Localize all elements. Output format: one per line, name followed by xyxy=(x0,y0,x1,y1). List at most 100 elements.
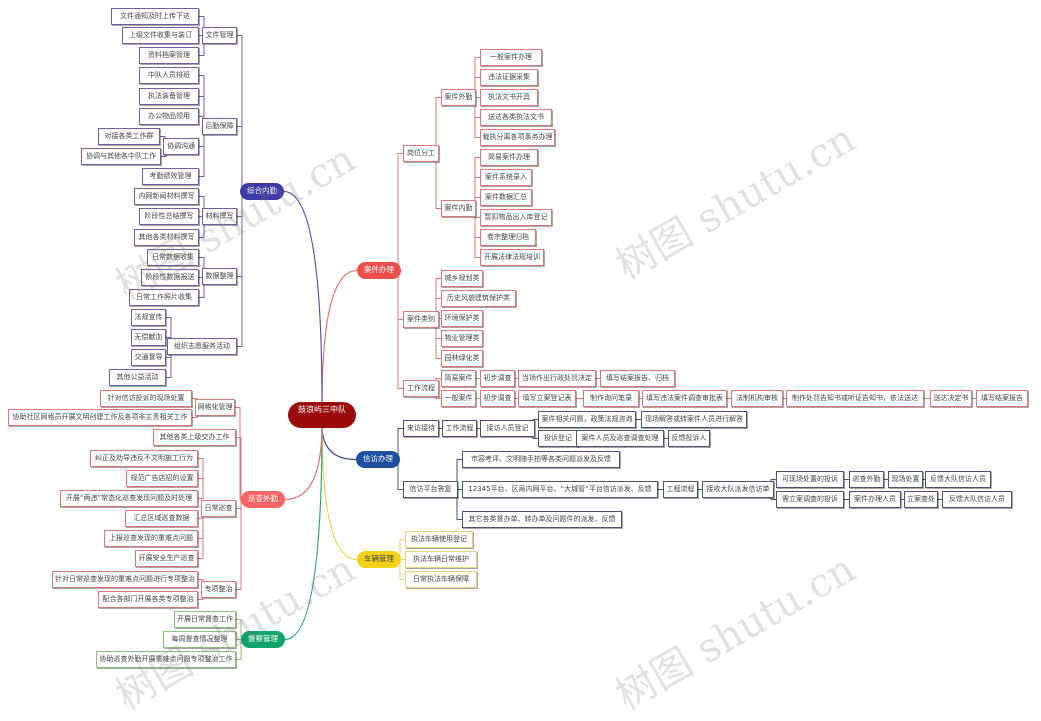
subtopic[interactable]: 协调与其他各中队工作 xyxy=(81,148,161,165)
subtopic[interactable]: 上报巡查发现的重难点问题 xyxy=(104,530,198,547)
subtopic[interactable]: 信访平台答复 xyxy=(403,481,458,498)
subtopic[interactable]: 日常执法车辆保障 xyxy=(405,571,477,588)
subtopic[interactable]: 初步调查 xyxy=(480,370,515,387)
subtopic[interactable]: 一般案件 xyxy=(441,390,476,407)
subtopic[interactable]: 物业管理类 xyxy=(441,330,483,347)
subtopic[interactable]: 当场作出行政处罚决定 xyxy=(518,370,596,387)
subtopic[interactable]: 阶段性总结撰写 xyxy=(139,208,199,225)
subtopic[interactable]: 来访接待 xyxy=(403,420,439,437)
subtopic[interactable]: 考勤绩效管理 xyxy=(142,168,199,185)
subtopic[interactable]: 法规宣传 xyxy=(131,309,166,326)
subtopic[interactable]: 无偿献血 xyxy=(131,329,166,346)
subtopic[interactable]: 立案查处 xyxy=(904,491,938,508)
subtopic[interactable]: 案件数据汇总 xyxy=(480,189,532,206)
subtopic[interactable]: 组织志愿服务活动 xyxy=(167,338,237,355)
subtopic[interactable]: 工作流程 xyxy=(442,420,477,437)
subtopic[interactable]: 协助巡查外勤开展重难点问题专项整治工作 xyxy=(96,651,236,668)
subtopic[interactable]: 填写违法案件调查审批表 xyxy=(642,390,727,407)
subtopic[interactable]: 开展安全生产巡查 xyxy=(135,550,198,567)
subtopic[interactable]: 其它各类督办单、转办单及问题件的派发、反馈 xyxy=(462,511,622,528)
subtopic[interactable]: 后勤保障 xyxy=(202,118,237,135)
subtopic[interactable]: 市容考评、文明随手拍等各类问题派发及反馈 xyxy=(462,451,620,468)
subtopic[interactable]: 交通督导 xyxy=(131,349,166,366)
subtopic[interactable]: 其他公益活动 xyxy=(109,369,166,386)
subtopic[interactable]: 填写结案报告、归档 xyxy=(600,370,675,387)
subtopic[interactable]: 阶段性数据报送 xyxy=(141,269,199,286)
subtopic[interactable]: 日常巡查 xyxy=(201,500,236,517)
subtopic[interactable]: 需立案调查的投诉 xyxy=(776,491,844,508)
subtopic[interactable]: 执法文书开具 xyxy=(480,89,538,106)
subtopic[interactable]: 初步调查 xyxy=(480,390,515,407)
subtopic[interactable]: 填写结案报告 xyxy=(976,390,1028,407)
subtopic[interactable]: 数据整理 xyxy=(202,268,237,285)
subtopic[interactable]: 针对信访投诉的现场处置 xyxy=(100,390,192,407)
subtopic[interactable]: 文件通知及时上传下达 xyxy=(111,8,199,25)
subtopic[interactable]: 接收大队派发信访单 xyxy=(702,481,774,498)
subtopic[interactable]: 暂扣物品出入库登记 xyxy=(480,209,552,226)
subtopic[interactable]: 工程流程 xyxy=(663,481,698,498)
subtopic[interactable]: 城乡规划类 xyxy=(441,270,483,287)
subtopic[interactable]: 可现场处置的投诉 xyxy=(776,471,844,488)
subtopic[interactable]: 违法证据采集 xyxy=(480,69,538,86)
subtopic[interactable]: 文件管理 xyxy=(202,27,237,44)
subtopic[interactable]: 案件外勤 xyxy=(441,89,476,106)
subtopic[interactable]: 工作流程 xyxy=(403,380,439,397)
subtopic[interactable]: 送达决定书 xyxy=(930,390,972,407)
subtopic[interactable]: 规范广告店招的设置 xyxy=(126,470,198,487)
subtopic[interactable]: 材料撰写 xyxy=(202,208,237,225)
subtopic[interactable]: 简易案件办理 xyxy=(480,149,538,166)
subtopic[interactable]: 内网新闻材料撰写 xyxy=(134,188,199,205)
subtopic[interactable]: 12345平台、区局内网平台、“大城管”平台信访派发、反馈 xyxy=(462,481,658,498)
subtopic[interactable]: 对接各类工作群 xyxy=(98,128,160,145)
subtopic[interactable]: 纠正及劝导违反不文明施工行为 xyxy=(90,450,198,467)
subtopic[interactable]: 现场处置 xyxy=(888,471,923,488)
subtopic[interactable]: 反馈投诉人 xyxy=(668,430,710,447)
subtopic[interactable]: 送达各类执法文书 xyxy=(480,109,552,126)
subtopic[interactable]: 简易案件 xyxy=(441,370,476,387)
main-topic[interactable]: 车辆管理 xyxy=(357,551,401,568)
subtopic[interactable]: 案件系统录入 xyxy=(480,169,532,186)
subtopic[interactable]: 网格化管理 xyxy=(195,399,235,416)
subtopic[interactable]: 专项整治 xyxy=(201,581,236,598)
subtopic[interactable]: 开展日常督查工作 xyxy=(174,611,236,628)
subtopic[interactable]: 案件相关问题，政策法规咨询 xyxy=(538,411,636,428)
subtopic[interactable]: 案件类别 xyxy=(403,311,439,328)
subtopic[interactable]: 其他各类材料撰写 xyxy=(134,229,199,246)
subtopic[interactable]: 每周督查情况整理 xyxy=(163,631,236,648)
subtopic[interactable]: 历史风貌建筑保护类 xyxy=(441,290,516,307)
subtopic[interactable]: 上级文件收集与装订 xyxy=(122,27,199,44)
subtopic[interactable]: 资料档案管理 xyxy=(139,47,199,64)
subtopic[interactable]: 中队人员排班 xyxy=(139,67,199,84)
subtopic[interactable]: 其他各类上级交办工作 xyxy=(153,429,236,446)
subtopic[interactable]: 反馈大队信访人员 xyxy=(925,471,991,488)
subtopic[interactable]: 执法车辆使用登记 xyxy=(405,531,473,548)
subtopic[interactable]: 接访人员登记 xyxy=(480,420,535,437)
subtopic[interactable]: 开展法律法规培训 xyxy=(480,249,544,266)
main-topic[interactable]: 案件办理 xyxy=(357,262,401,279)
subtopic[interactable]: 岗位分工 xyxy=(403,145,439,162)
subtopic[interactable]: 裁执分离各项事务办理 xyxy=(480,129,555,146)
main-topic[interactable]: 巡查外勤 xyxy=(241,491,285,508)
subtopic[interactable]: 制作处罚告知书或听证告知书，依法送达 xyxy=(786,390,924,407)
subtopic[interactable]: 巡查外勤 xyxy=(849,471,884,488)
subtopic[interactable]: 协调沟通 xyxy=(163,138,199,155)
subtopic[interactable]: 制作询问笔录 xyxy=(583,390,639,407)
main-topic[interactable]: 信访办理 xyxy=(356,451,400,468)
subtopic[interactable]: 案件办理人员 xyxy=(849,491,901,508)
subtopic[interactable]: 协助社区网格员开展文明创建工作及各项非主责相关工作 xyxy=(8,409,192,426)
central-topic[interactable]: 鼓浪屿三中队 xyxy=(288,402,356,428)
subtopic[interactable]: 法制机构审核 xyxy=(731,390,783,407)
subtopic[interactable]: 现场解答或转案件人员进行解答 xyxy=(641,411,747,428)
subtopic[interactable]: 汇总区域巡查数据 xyxy=(125,510,198,527)
subtopic[interactable]: 执法车辆日常维护 xyxy=(405,551,477,568)
main-topic[interactable]: 综合内勤 xyxy=(240,183,284,200)
main-topic[interactable]: 督察管理 xyxy=(241,631,285,648)
subtopic[interactable]: 案件内勤 xyxy=(441,200,476,217)
subtopic[interactable]: 配合各部门开展各类专项整治 xyxy=(98,591,198,608)
subtopic[interactable]: 开展“两违”常态化巡查发现问题及时处理 xyxy=(60,490,198,507)
subtopic[interactable]: 环境保护类 xyxy=(441,310,483,327)
subtopic[interactable]: 针对日常巡查发现的重难点问题进行专项整治 xyxy=(52,571,198,588)
subtopic[interactable]: 执法装备管理 xyxy=(139,88,199,105)
subtopic[interactable]: 办公物品领用 xyxy=(139,108,199,125)
subtopic[interactable]: 案件人员及巡查调查处理 xyxy=(576,430,664,447)
